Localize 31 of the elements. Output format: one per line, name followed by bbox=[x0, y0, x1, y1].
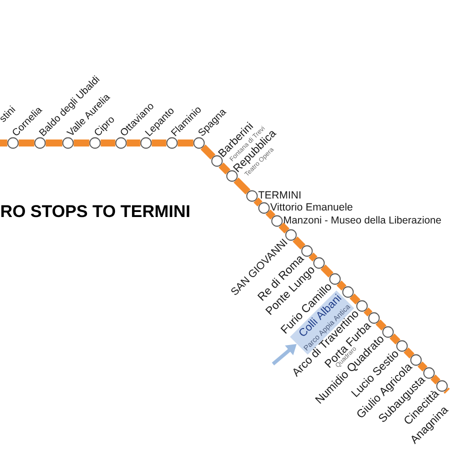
metro-line bbox=[266, 210, 276, 220]
metro-line bbox=[430, 374, 440, 384]
metro-line bbox=[46, 140, 62, 146]
metro-line bbox=[320, 264, 334, 278]
station-name: TERMINI bbox=[258, 191, 300, 198]
metro-line bbox=[278, 222, 290, 234]
metro-line bbox=[126, 140, 140, 146]
station-circle bbox=[342, 286, 354, 298]
metro-line bbox=[254, 198, 262, 206]
metro-line bbox=[390, 334, 400, 344]
metro-line bbox=[234, 178, 250, 194]
metro-line bbox=[292, 236, 306, 250]
metro-line bbox=[308, 252, 318, 262]
metro-line bbox=[336, 280, 346, 290]
metro-line bbox=[218, 162, 230, 174]
metro-line bbox=[18, 140, 34, 146]
metro-line bbox=[200, 144, 216, 160]
metro-line bbox=[100, 140, 116, 146]
metro-line bbox=[74, 140, 90, 146]
station-name: Manzoni - Museo della Liberazione bbox=[284, 216, 441, 224]
metro-line bbox=[152, 140, 166, 146]
station-name: Vittorio Emanuele bbox=[270, 202, 352, 211]
metro-line bbox=[376, 320, 386, 330]
metro-line bbox=[418, 362, 428, 372]
metro-line bbox=[0, 140, 8, 146]
metro-line bbox=[350, 294, 360, 304]
metro-line bbox=[444, 388, 450, 394]
metro-line bbox=[178, 140, 194, 146]
title: RO STOPS TO TERMINI bbox=[1, 205, 190, 218]
metro-line bbox=[364, 308, 372, 316]
metro-line bbox=[404, 348, 414, 358]
